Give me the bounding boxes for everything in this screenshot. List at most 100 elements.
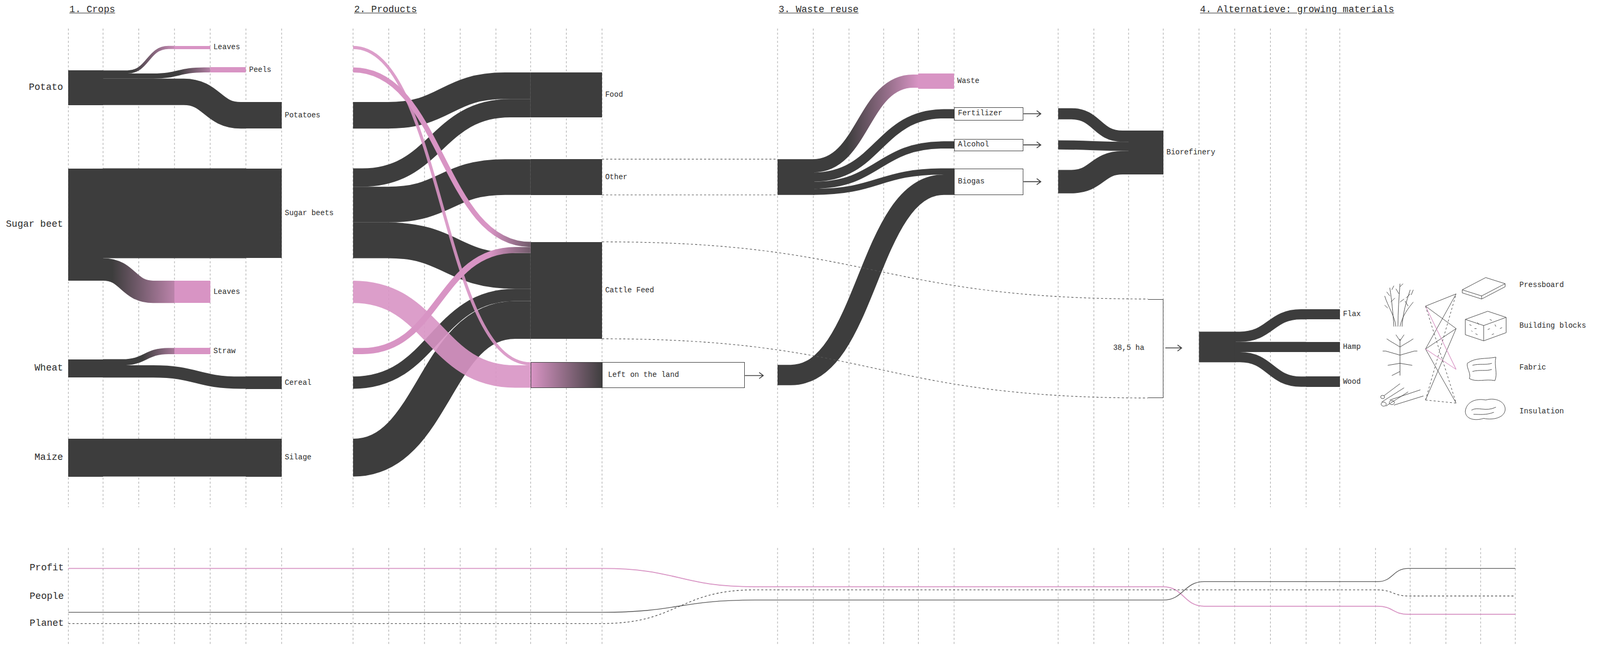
wood-illustration bbox=[1380, 383, 1424, 406]
product-band: Cattle Feed bbox=[530, 242, 603, 339]
outline-box: Left on the land bbox=[530, 362, 745, 388]
section-heading: 3. Waste reuse bbox=[777, 4, 860, 17]
flow-band bbox=[103, 371, 246, 383]
band-label: Biogas bbox=[956, 177, 986, 187]
band-label: Sugar beets bbox=[283, 208, 335, 218]
arrow-symbol bbox=[744, 110, 1182, 379]
material-name: Fabric bbox=[1518, 363, 1548, 373]
band-label: Potatoes bbox=[283, 111, 322, 120]
band-label: Straw bbox=[212, 346, 237, 356]
band-label: Hamp bbox=[1342, 342, 1363, 352]
band-label: Fertilizer bbox=[956, 108, 1004, 118]
outline-box: Biogas bbox=[954, 168, 1024, 196]
residue-band: Straw bbox=[174, 347, 211, 355]
people-line bbox=[68, 568, 1515, 613]
material-band: Hamp bbox=[1306, 341, 1340, 353]
label-anchor: 4. Alternatieve: growing materials bbox=[1198, 4, 1395, 17]
label-anchor: Pressboard bbox=[1518, 280, 1566, 290]
edge-group bbox=[103, 47, 1307, 458]
harvest-band: Cereal bbox=[245, 376, 282, 389]
label-anchor: 2. Products bbox=[353, 4, 419, 17]
band-label: Food bbox=[604, 90, 625, 100]
label-anchor: 3. Waste reuse bbox=[777, 4, 860, 17]
flow-band bbox=[103, 269, 175, 292]
label-anchor: 1. Crops bbox=[68, 4, 116, 17]
label-anchor: Planet bbox=[28, 617, 66, 630]
material-link bbox=[1425, 293, 1457, 404]
residue-band: Leaves bbox=[174, 280, 211, 303]
waste-band: Waste bbox=[918, 73, 955, 89]
section-heading: 2. Products bbox=[353, 4, 419, 17]
row-name: People bbox=[28, 591, 66, 604]
flow-band bbox=[1163, 314, 1307, 337]
wood-illustration bbox=[1380, 395, 1385, 399]
band-label: Silage bbox=[283, 452, 313, 462]
flow-band bbox=[1023, 162, 1129, 182]
flow-band bbox=[103, 91, 246, 116]
flow-block bbox=[777, 159, 815, 196]
insulation-illustration bbox=[1465, 399, 1505, 420]
flow-band bbox=[602, 144, 955, 186]
band-label: Other bbox=[604, 172, 629, 182]
band-label: Maize bbox=[33, 451, 64, 464]
flax-illustration bbox=[1384, 283, 1414, 327]
material-name: Insulation bbox=[1518, 407, 1566, 416]
flow-band bbox=[1023, 144, 1129, 147]
flow-band bbox=[1163, 357, 1307, 382]
dotted-guide bbox=[602, 159, 778, 196]
band-label: Left on the land bbox=[606, 370, 680, 380]
band-label: Potato bbox=[28, 81, 65, 94]
residue-band: Leaves bbox=[174, 45, 211, 50]
building-block-illustration bbox=[1465, 311, 1506, 341]
crop-band: Sugar beet bbox=[68, 168, 104, 281]
profit-line bbox=[68, 568, 1515, 615]
pressboard-illustration bbox=[1462, 277, 1505, 300]
crop-band: Maize bbox=[68, 438, 104, 477]
planet-line bbox=[68, 589, 1515, 624]
crop-band: Potato bbox=[68, 70, 104, 106]
flow-block bbox=[1198, 331, 1236, 363]
material-band: Wood bbox=[1306, 376, 1340, 387]
flow-band bbox=[281, 177, 531, 205]
flow-band bbox=[1163, 341, 1307, 353]
flow-band bbox=[103, 350, 175, 363]
residue-band: Peels bbox=[210, 67, 247, 73]
product-band: Other bbox=[530, 159, 603, 196]
flow-band bbox=[210, 291, 531, 377]
band-label: Biorefinery bbox=[1165, 148, 1217, 157]
harvest-band: Potatoes bbox=[245, 102, 282, 129]
section-heading: 1. Crops bbox=[68, 4, 116, 17]
dotted-link bbox=[602, 242, 1149, 300]
row-name: Planet bbox=[28, 617, 66, 630]
flow-band bbox=[103, 47, 175, 72]
wood-illustration bbox=[1381, 383, 1424, 406]
outline-box: Alcohol bbox=[954, 139, 1024, 152]
flow-band bbox=[245, 69, 531, 245]
band-label: 38,5 ha bbox=[1112, 343, 1146, 353]
grid-lines bbox=[68, 28, 1340, 507]
wood-illustration bbox=[1389, 400, 1395, 405]
band-label: Leaves bbox=[212, 42, 242, 52]
product-band: Food bbox=[530, 72, 603, 118]
flow-band bbox=[103, 168, 246, 259]
band-label: Leaves bbox=[212, 287, 242, 297]
label-anchor: Profit bbox=[28, 562, 66, 575]
wood-illustration bbox=[1381, 402, 1387, 407]
material-link bbox=[1425, 293, 1457, 404]
flow-band bbox=[602, 113, 955, 178]
label-anchor: People bbox=[28, 591, 66, 604]
flow-band bbox=[1023, 113, 1129, 136]
label-anchor: Building blocks bbox=[1518, 320, 1588, 330]
material-band: Flax bbox=[1306, 309, 1340, 320]
band-label: Wheat bbox=[33, 362, 64, 375]
flow-band bbox=[210, 47, 531, 364]
outline-box: Fertilizer bbox=[954, 107, 1024, 121]
band-label: Waste bbox=[956, 76, 981, 86]
material-name: Pressboard bbox=[1518, 280, 1566, 290]
area-bracket: 38,5 ha bbox=[1148, 299, 1164, 399]
band-label: Cereal bbox=[283, 378, 313, 388]
band-label: Flax bbox=[1342, 309, 1363, 319]
